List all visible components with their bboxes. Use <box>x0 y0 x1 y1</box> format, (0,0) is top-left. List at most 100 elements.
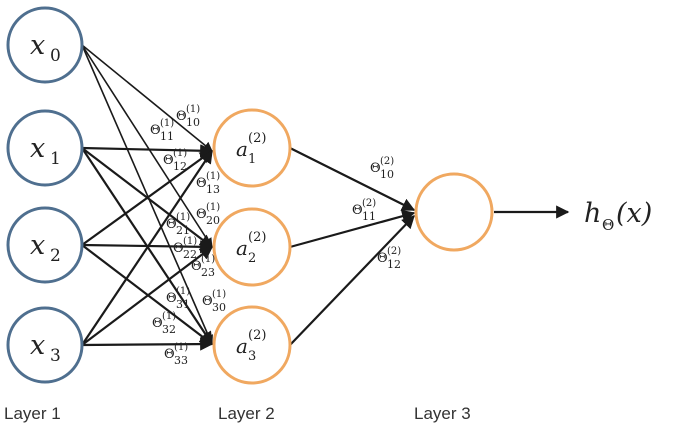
weight-labels-layer1: Θ (1) 10 Θ (1) 11 Θ (1) 12 Θ (1) 13 Θ (1… <box>150 104 226 367</box>
svg-text:(2): (2) <box>380 156 394 167</box>
svg-text:31: 31 <box>176 298 190 311</box>
svg-text:12: 12 <box>173 160 187 173</box>
layer-label-1: Layer 1 <box>4 404 61 423</box>
weight-label: Θ (1) 32 <box>152 311 176 336</box>
hidden-node-a1: a 1 (2) <box>212 108 292 188</box>
svg-text:Θ: Θ <box>152 316 163 331</box>
svg-text:Θ: Θ <box>370 161 381 176</box>
hidden-node-var: a <box>236 236 248 260</box>
input-node-var: x <box>30 30 45 61</box>
output-arg: (x) <box>616 198 652 229</box>
svg-text:(1): (1) <box>174 342 188 353</box>
input-node-var: x <box>30 330 45 361</box>
weight-label: Θ (1) 20 <box>196 202 220 227</box>
edge-x1-a1 <box>81 144 214 158</box>
weight-labels-layer2: Θ (2) 10 Θ (2) 11 Θ (2) 12 <box>352 156 401 271</box>
output-layer: h Θ (x) <box>414 172 652 252</box>
svg-text:Θ: Θ <box>150 123 161 138</box>
svg-text:Θ: Θ <box>166 291 177 306</box>
layer-label-3: Layer 3 <box>414 404 471 423</box>
hidden-layer: a 1 (2) a 2 (2) a 3 (2) <box>212 108 292 385</box>
weight-label: Θ (2) 11 <box>352 198 376 223</box>
weight-label: Θ (1) 23 <box>191 254 215 279</box>
output-sub: Θ <box>602 216 614 234</box>
svg-text:(1): (1) <box>176 212 190 223</box>
output-node <box>414 172 494 252</box>
input-node-sub: 2 <box>50 246 61 266</box>
weight-label: Θ (1) 31 <box>166 286 190 311</box>
svg-text:21: 21 <box>176 224 190 237</box>
svg-text:(1): (1) <box>162 311 176 322</box>
hidden-node-sup: (2) <box>248 230 266 245</box>
svg-text:10: 10 <box>380 168 394 181</box>
svg-text:(2): (2) <box>362 198 376 209</box>
svg-text:Θ: Θ <box>202 294 213 309</box>
output-label: h Θ (x) <box>584 198 652 234</box>
svg-text:13: 13 <box>206 183 220 196</box>
hidden-node-sub: 1 <box>248 152 256 167</box>
edge-x3-a1 <box>81 149 213 346</box>
edge-x3-a3 <box>81 337 214 351</box>
edge-x2-a3 <box>81 244 214 345</box>
svg-text:Θ: Θ <box>196 176 207 191</box>
edge-x0-a3 <box>81 44 213 345</box>
svg-text:Θ: Θ <box>191 259 202 274</box>
edge-x2-a2 <box>81 240 214 254</box>
weight-label: Θ (1) 30 <box>202 289 226 314</box>
hidden-node-sup: (2) <box>248 131 266 146</box>
svg-text:Θ: Θ <box>164 347 175 362</box>
layer-label-2: Layer 2 <box>218 404 275 423</box>
weight-label: Θ (1) 22 <box>173 236 197 261</box>
svg-text:(1): (1) <box>201 254 215 265</box>
svg-text:33: 33 <box>174 354 188 367</box>
hidden-node-sub: 3 <box>248 349 256 364</box>
svg-text:(1): (1) <box>183 236 197 247</box>
edge-a2-out <box>289 209 416 249</box>
svg-text:(1): (1) <box>186 104 200 115</box>
weight-label: Θ (1) 13 <box>196 171 220 196</box>
weight-label: Θ (1) 12 <box>163 148 187 173</box>
input-node-var: x <box>30 230 45 261</box>
svg-text:32: 32 <box>162 323 176 336</box>
edge-x2-a1 <box>81 150 214 246</box>
weight-label: Θ (1) 21 <box>166 212 190 237</box>
svg-text:12: 12 <box>387 258 401 271</box>
svg-text:11: 11 <box>160 130 174 143</box>
weight-label: Θ (1) 11 <box>150 118 174 143</box>
svg-text:30: 30 <box>212 301 226 314</box>
input-node-x0: x 0 <box>6 6 84 84</box>
input-node-x2: x 2 <box>6 206 84 284</box>
input-node-x3: x 3 <box>6 306 84 384</box>
svg-text:Θ: Θ <box>377 251 388 266</box>
input-layer: x 0 x 1 x 2 x 3 <box>6 6 84 384</box>
hidden-node-var: a <box>236 137 248 161</box>
hidden-node-a3: a 3 (2) <box>212 305 292 385</box>
svg-text:(1): (1) <box>212 289 226 300</box>
edge-a3-out <box>289 215 415 346</box>
input-node-sub: 1 <box>50 149 61 169</box>
input-node-x1: x 1 <box>6 109 84 187</box>
svg-text:Θ: Θ <box>176 109 187 124</box>
input-node-sub: 3 <box>50 346 61 366</box>
svg-text:(1): (1) <box>206 171 220 182</box>
edge-x3-a2 <box>81 246 214 346</box>
svg-text:11: 11 <box>362 210 376 223</box>
edges-layer1 <box>81 44 214 351</box>
weight-label: Θ (1) 10 <box>176 104 200 129</box>
svg-text:Θ: Θ <box>196 207 207 222</box>
hidden-node-a2: a 2 (2) <box>212 207 292 287</box>
svg-text:(2): (2) <box>387 246 401 257</box>
svg-text:(1): (1) <box>173 148 187 159</box>
hidden-node-sub: 2 <box>248 251 256 266</box>
hidden-node-sup: (2) <box>248 328 266 343</box>
svg-text:22: 22 <box>183 248 197 261</box>
svg-text:Θ: Θ <box>173 241 184 256</box>
svg-text:(1): (1) <box>206 202 220 213</box>
svg-text:Θ: Θ <box>352 203 363 218</box>
svg-text:Θ: Θ <box>166 217 177 232</box>
weight-label: Θ (2) 12 <box>377 246 401 271</box>
svg-text:23: 23 <box>201 266 215 279</box>
svg-text:(1): (1) <box>160 118 174 129</box>
svg-text:20: 20 <box>206 214 220 227</box>
